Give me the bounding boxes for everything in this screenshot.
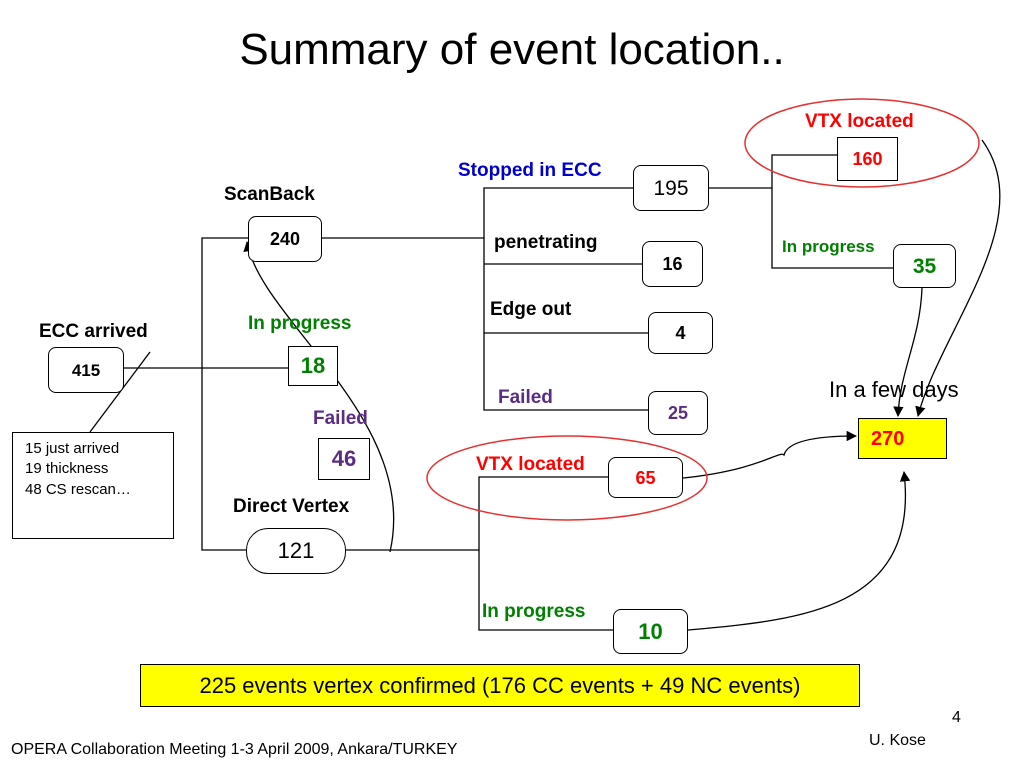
arrow-65-to-270	[682, 430, 858, 479]
edge-out-box: 4	[648, 312, 713, 354]
ecc-arrived-label: ECC arrived	[39, 321, 148, 342]
top-in-progress-label: In progress	[782, 237, 875, 256]
connector-ecc-to-direct-vertex	[201, 368, 246, 551]
direct-in-progress-box: 10	[613, 609, 688, 654]
slide-title: Summary of event location..	[239, 25, 785, 74]
vtx-located-top-box: 160	[837, 137, 898, 181]
failed-box: 25	[648, 391, 708, 435]
few-days-label: In a few days	[829, 377, 959, 402]
scanback-box: 240	[248, 216, 322, 262]
connector-ecc-to-scanback	[201, 237, 248, 368]
stopped-label: Stopped in ECC	[458, 160, 602, 181]
scanback-label: ScanBack	[224, 184, 315, 205]
connector-scanback-bus	[322, 237, 648, 411]
highlight-ellipse-direct	[426, 435, 708, 521]
note-line: 48 CS rescan…	[25, 480, 131, 498]
connector-to-stopped	[483, 187, 633, 238]
connector-to-10	[478, 550, 613, 631]
penetrating-box: 16	[642, 241, 703, 287]
direct-in-progress-label: In progress	[482, 601, 586, 622]
arrow-35-to-270	[893, 287, 923, 418]
scanback-in-progress-label: In progress	[248, 313, 352, 334]
top-in-progress-box: 35	[893, 244, 956, 288]
edge-out-label: Edge out	[490, 299, 572, 320]
page-number: 4	[952, 709, 961, 726]
connector-to-65	[346, 476, 608, 551]
scanback-in-progress-box: 18	[288, 346, 338, 386]
penetrating-label: penetrating	[494, 232, 598, 253]
failed-label: Failed	[498, 387, 553, 408]
direct-vertex-label: Direct Vertex	[233, 496, 350, 517]
highlight-ellipse-top	[744, 98, 980, 188]
direct-vertex-box: 121	[246, 528, 346, 574]
total-located-box: 270	[858, 418, 947, 459]
scanback-failed-label: Failed	[313, 408, 368, 429]
footer-text: OPERA Collaboration Meeting 1-3 April 20…	[11, 741, 458, 758]
ecc-arrived-box: 415	[48, 347, 124, 393]
connector-to-35	[771, 188, 893, 269]
callout-line	[89, 351, 151, 433]
vtx-located-top-label: VTX located	[805, 111, 914, 132]
note-line: 19 thickness	[25, 460, 109, 478]
stopped-box: 195	[633, 165, 709, 211]
summary-banner: 225 events vertex confirmed (176 CC even…	[140, 664, 860, 707]
author: U. Kose	[869, 732, 926, 749]
arrow-160-to-270	[915, 139, 1001, 418]
vtx-located-direct-label: VTX located	[476, 454, 585, 475]
scanback-failed-box: 46	[318, 438, 370, 480]
vtx-located-direct-box: 65	[608, 457, 683, 498]
ecc-note-box: 15 just arrived 19 thickness 48 CS resca…	[12, 432, 174, 539]
arrow-10-to-270	[687, 470, 911, 631]
note-line: 15 just arrived	[25, 440, 120, 457]
